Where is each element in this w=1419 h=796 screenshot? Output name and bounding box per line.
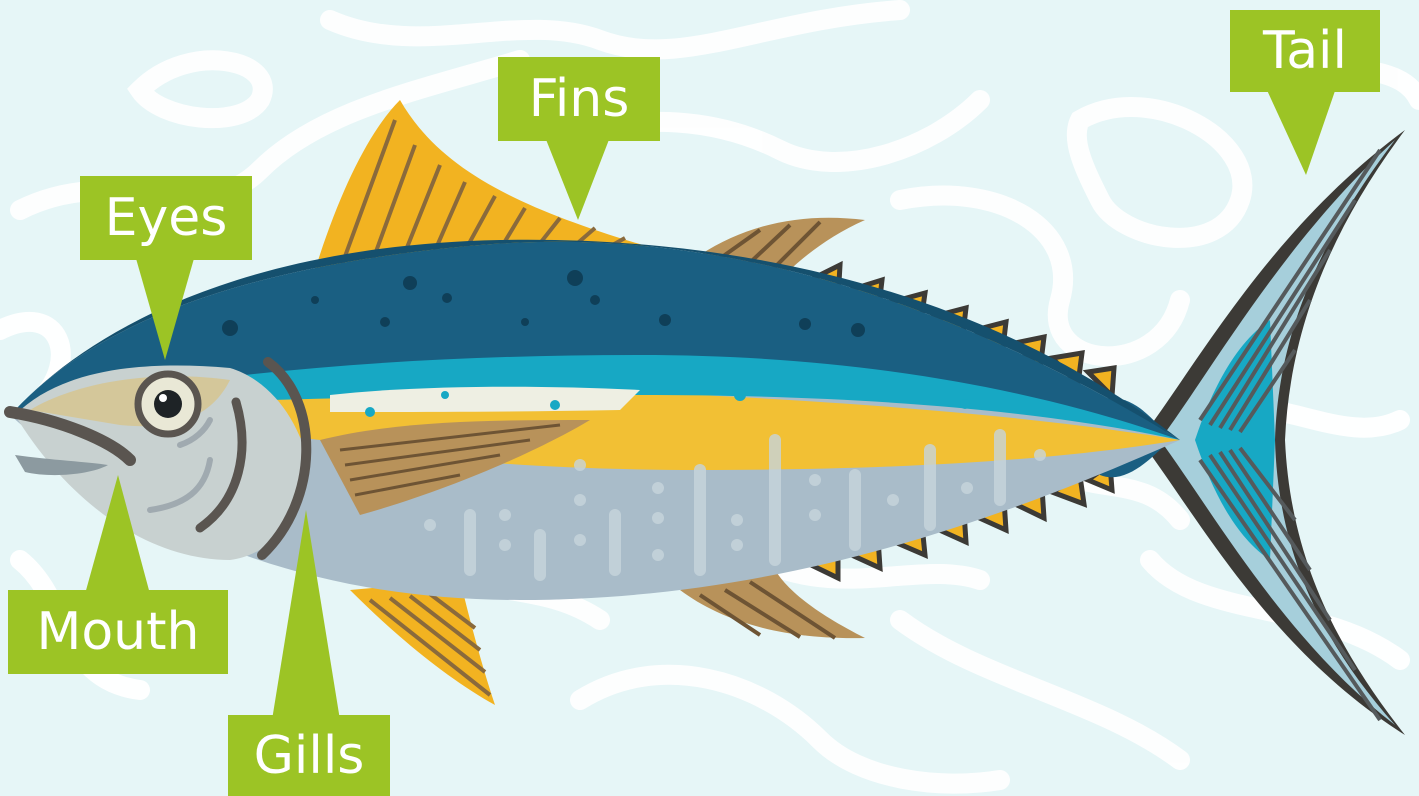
fish-head: [10, 362, 310, 560]
tail-label-text: Tail: [1263, 25, 1347, 77]
mouth-label: Mouth: [8, 590, 228, 674]
mouth-label-text: Mouth: [37, 606, 200, 658]
tail-label: Tail: [1230, 10, 1380, 92]
fins-pointer: [545, 137, 610, 220]
eyes-label-text: Eyes: [105, 192, 228, 244]
eyes-label: Eyes: [80, 176, 252, 260]
tail-pointer: [1266, 88, 1336, 175]
fins-label: Fins: [498, 57, 660, 141]
fins-label-text: Fins: [529, 73, 630, 125]
gills-label: Gills: [228, 715, 390, 796]
gills-label-text: Gills: [254, 730, 365, 782]
